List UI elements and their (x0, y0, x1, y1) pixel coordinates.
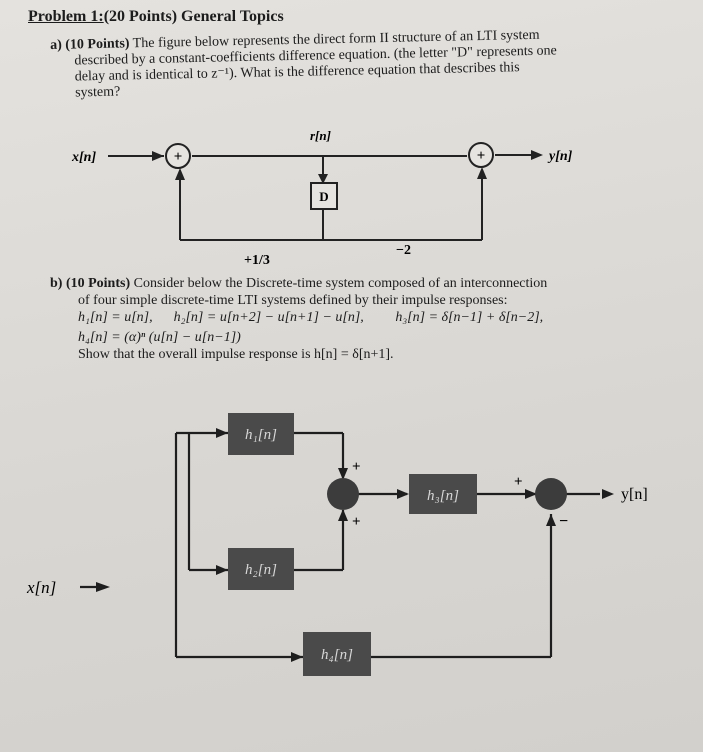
block-h3-label: h₃[n] (427, 488, 459, 504)
part-b-points: (10 Points) (65, 276, 131, 291)
output-label-b: y[n] (621, 486, 648, 503)
adder-1-sign: + (174, 149, 183, 165)
sign-plus-bottom: + (352, 514, 361, 530)
gain-left: +1/3 (244, 253, 270, 268)
show-statement: Show that the overall impulse response i… (78, 347, 394, 362)
internal-signal-label: r[n] (310, 128, 331, 143)
input-label-b: x[n] (26, 578, 56, 597)
block-h3 (409, 474, 477, 514)
block-h2-label: h₂[n] (245, 562, 277, 578)
block-h1-label: h₁[n] (245, 427, 277, 443)
adder-2-sign: + (477, 148, 486, 164)
problem-title: Problem 1: (20 Points) General Topics (28, 8, 284, 25)
block-h4 (303, 632, 371, 676)
part-b-marker: b) (50, 276, 63, 291)
summing-node-2 (535, 478, 567, 510)
sign-minus: − (559, 513, 568, 530)
block-h2 (228, 548, 294, 590)
delay-label: D (319, 189, 328, 204)
impulse-responses: h₁[n] = u[n], h₂[n] = u[n+2] − u[n+1] − … (78, 310, 544, 325)
summing-node-1 (327, 478, 359, 510)
part-b-text: b) (10 Points) Consider below the Discre… (50, 276, 548, 362)
input-label-a: x[n] (71, 150, 96, 165)
block-h4-label: h₄[n] (321, 647, 353, 663)
delay-block (310, 182, 338, 210)
gain-right: −2 (396, 243, 411, 258)
adder-1 (165, 143, 191, 169)
adder-2 (468, 142, 494, 168)
output-label-a: y[n] (547, 149, 573, 164)
sign-plus-h3: + (514, 474, 523, 490)
sign-plus-top: + (352, 459, 361, 475)
block-h1 (228, 413, 294, 455)
